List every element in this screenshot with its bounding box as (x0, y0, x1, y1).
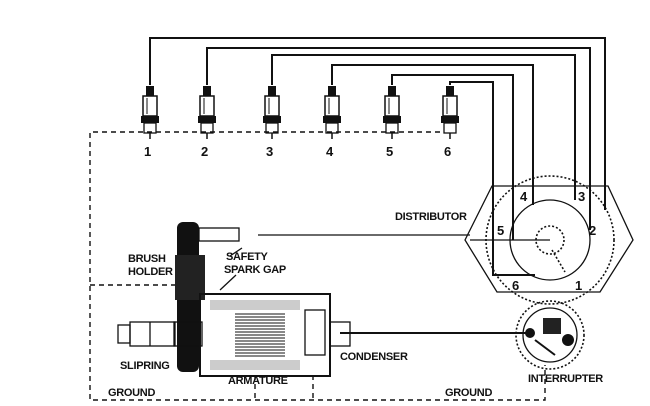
interrupter (340, 300, 585, 370)
plug-number-6: 6 (444, 144, 451, 159)
armature-label: ARMATURE (228, 375, 288, 387)
distributor-housing (464, 185, 634, 293)
safety-spark-gap-label-line2: SPARK GAP (224, 264, 286, 276)
distributor-segment-2: 2 (589, 223, 596, 238)
condenser-part (304, 309, 326, 356)
condenser-label: CONDENSER (340, 351, 408, 363)
distributor-segment-3: 3 (578, 189, 585, 204)
ignition-wires (149, 37, 606, 276)
ground-label-left: GROUND (108, 387, 155, 399)
distributor-segment-5: 5 (497, 223, 504, 238)
plug-number-2: 2 (201, 144, 208, 159)
interrupter-label: INTERRUPTER (528, 373, 603, 385)
spark-plug-6 (441, 86, 459, 139)
distributor-label: DISTRIBUTOR (395, 211, 467, 223)
brush-holder-label-line1: BRUSH (128, 253, 166, 265)
brush-holder-label-line2: HOLDER (128, 266, 173, 278)
magneto (117, 222, 470, 377)
spark-plug-2 (198, 86, 216, 139)
distributor-segment-4: 4 (520, 189, 528, 204)
distributor-segment-6: 6 (512, 278, 519, 293)
safety-spark-gap-label-line1: SAFETY (226, 251, 269, 263)
spark-plug-4 (323, 86, 341, 139)
plug-number-5: 5 (386, 144, 393, 159)
spark-plug-3 (263, 86, 281, 139)
distributor (464, 175, 634, 305)
spark-plug-1 (141, 86, 159, 139)
spark-plug-5 (383, 86, 401, 139)
plug-number-4: 4 (326, 144, 334, 159)
ground-label-right: GROUND (445, 387, 492, 399)
ground-wires (89, 131, 546, 401)
plug-number-3: 3 (266, 144, 273, 159)
plug-number-1: 1 (144, 144, 151, 159)
spark-plugs (141, 86, 459, 139)
distributor-segment-1: 1 (575, 278, 582, 293)
slipring-label: SLIPRING (120, 360, 170, 372)
